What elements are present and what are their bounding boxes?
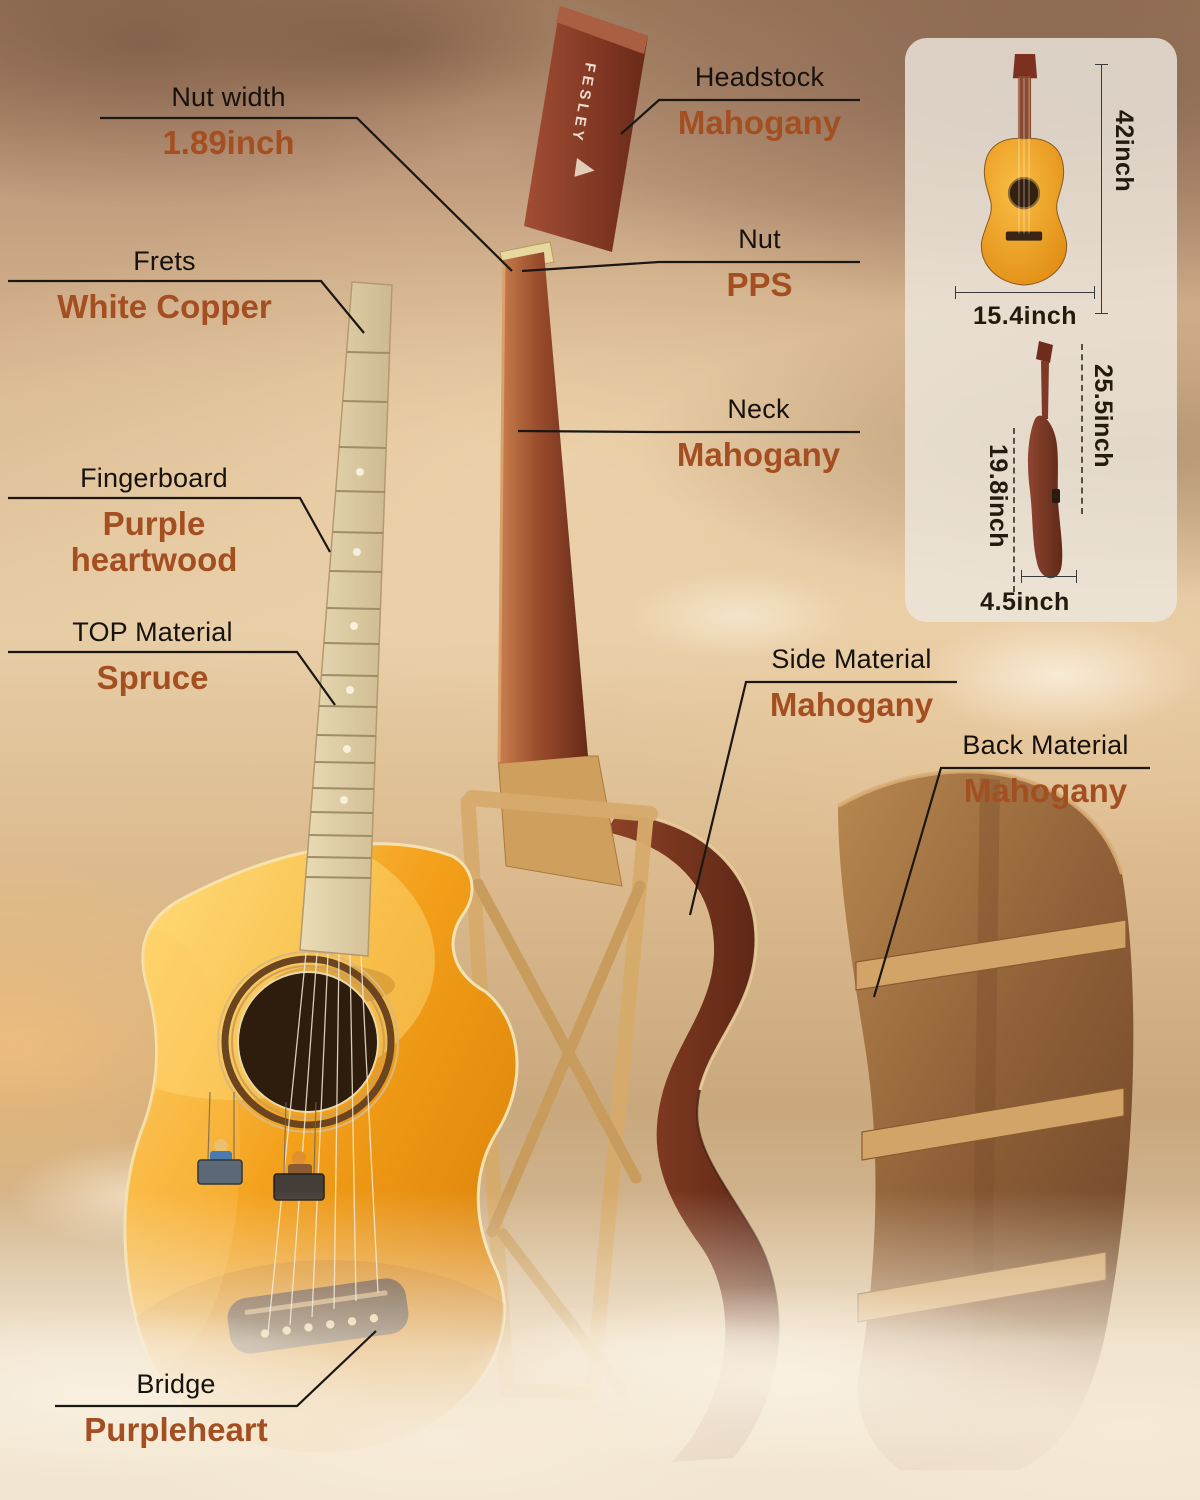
dimension-total-length: 42inch <box>1110 110 1138 193</box>
leader-line-nut <box>521 260 860 273</box>
callout-label: Bridge <box>136 1369 216 1399</box>
callout-bridge: Bridge Purpleheart <box>55 1369 297 1448</box>
callout-label: Nut <box>738 224 781 254</box>
callout-fingerboard: Fingerboard Purple heartwood <box>8 463 300 578</box>
measure-line-scale-length <box>1081 344 1083 514</box>
callout-label: TOP Material <box>72 617 233 647</box>
guitar-front-thumbnail <box>980 54 1068 286</box>
dimension-body-width: 15.4inch <box>972 302 1078 330</box>
guitar-neck <box>497 252 588 764</box>
measure-line-body-width <box>955 286 1095 299</box>
callout-back-material: Back Material Mahogany <box>941 730 1150 809</box>
callout-side-material: Side Material Mahogany <box>746 644 957 723</box>
dimension-body-depth: 4.5inch <box>980 588 1070 616</box>
brand-logo-icon <box>574 158 595 177</box>
callout-label: Fingerboard <box>80 463 228 493</box>
leader-line-headstock <box>620 98 860 135</box>
dimension-body-length: 19.8inch <box>984 444 1012 549</box>
leader-line-neck <box>517 429 860 434</box>
callout-value: Mahogany <box>963 772 1128 809</box>
callout-label: Nut width <box>171 82 286 112</box>
callout-label: Frets <box>133 246 196 276</box>
callout-label: Back Material <box>962 730 1129 760</box>
leader-line-top-material <box>8 650 336 706</box>
callout-top-material: TOP Material Spruce <box>8 617 297 696</box>
callout-nut: Nut PPS <box>659 224 860 303</box>
callout-value: Purple heartwood <box>70 505 238 578</box>
leader-line-bridge <box>55 1330 377 1408</box>
measure-line-body-length <box>1013 428 1015 592</box>
guitar-side-thumbnail <box>1027 341 1063 579</box>
callout-label: Side Material <box>771 644 932 674</box>
leader-line-nut-width <box>100 116 513 272</box>
callout-label: Headstock <box>694 62 825 92</box>
callout-value: White Copper <box>57 288 272 325</box>
dimension-scale-length: 25.5inch <box>1089 364 1117 469</box>
callout-value: Mahogany <box>769 686 934 723</box>
callout-label: Neck <box>727 394 790 424</box>
callout-value: Spruce <box>96 659 209 696</box>
dimensions-panel: 42inch 15.4inch 25.5inch 19.8inch 4.5inc… <box>905 38 1177 622</box>
leader-line-back-material <box>872 766 1150 998</box>
soundhole <box>217 951 399 1133</box>
callout-headstock: Headstock Mahogany <box>659 62 860 141</box>
callout-value: Mahogany <box>677 104 842 141</box>
callout-nut-width: Nut width 1.89inch <box>100 82 357 161</box>
measure-line-body-depth <box>1021 570 1077 583</box>
callout-value: Purpleheart <box>84 1411 268 1448</box>
callout-neck: Neck Mahogany <box>657 394 860 473</box>
callout-value: Mahogany <box>676 436 841 473</box>
guitar-headstock: FESLEY <box>524 6 648 252</box>
leader-line-fingerboard <box>8 496 331 553</box>
measure-line-total-length <box>1095 64 1108 314</box>
callout-frets: Frets White Copper <box>8 246 321 325</box>
detached-fretboard <box>299 281 393 957</box>
callout-value: PPS <box>726 266 793 303</box>
leader-line-frets <box>8 279 365 334</box>
callout-value: 1.89inch <box>162 124 295 161</box>
